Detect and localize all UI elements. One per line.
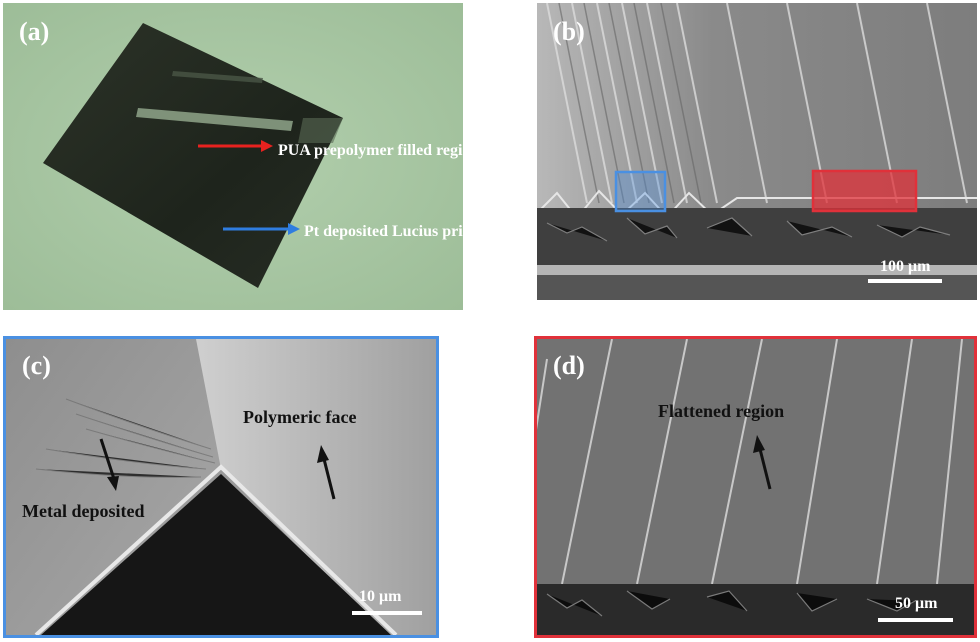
prism-sheet — [43, 23, 343, 288]
panel-b-label: (b) — [553, 17, 585, 46]
polymeric-face-annotation: Polymeric face — [243, 407, 357, 427]
panel-c-label: (c) — [22, 351, 51, 380]
panel-a-label: (a) — [19, 17, 50, 46]
red-highlight-box — [811, 169, 918, 213]
metal-deposited-annotation: Metal deposited — [22, 501, 145, 521]
panel-a-photo: (a) PUA prepolymer filled region Pt depo… — [3, 3, 463, 310]
panel-d-label: (d) — [553, 351, 585, 380]
prism-sheet-illustration — [3, 3, 463, 310]
scale-label-100um: 100 μm — [880, 258, 931, 275]
scale-bar-c — [352, 611, 422, 615]
sem-tip-closeup — [6, 339, 436, 635]
scale-bar-b — [868, 279, 942, 283]
blue-highlight-box — [614, 170, 667, 213]
scale-bar-d — [878, 618, 953, 622]
panel-b-sem: (b) 100 μm — [537, 3, 977, 300]
scale-label-10um: 10 μm — [359, 588, 402, 605]
panel-d-sem: (d) Flattened region 50 μm — [534, 336, 977, 638]
sem-flattened-image — [537, 339, 974, 635]
sem-overview-image — [537, 3, 977, 300]
panel-c-sem: (c) Metal deposited Polymeric face 10 μm — [3, 336, 439, 638]
pua-prepolymer-annotation: PUA prepolymer filled region — [278, 142, 463, 159]
scale-label-50um: 50 μm — [895, 595, 938, 612]
pt-deposited-annotation: Pt deposited Lucius prism — [304, 223, 463, 240]
flattened-region-annotation: Flattened region — [658, 401, 785, 421]
filled-strip — [136, 108, 293, 131]
